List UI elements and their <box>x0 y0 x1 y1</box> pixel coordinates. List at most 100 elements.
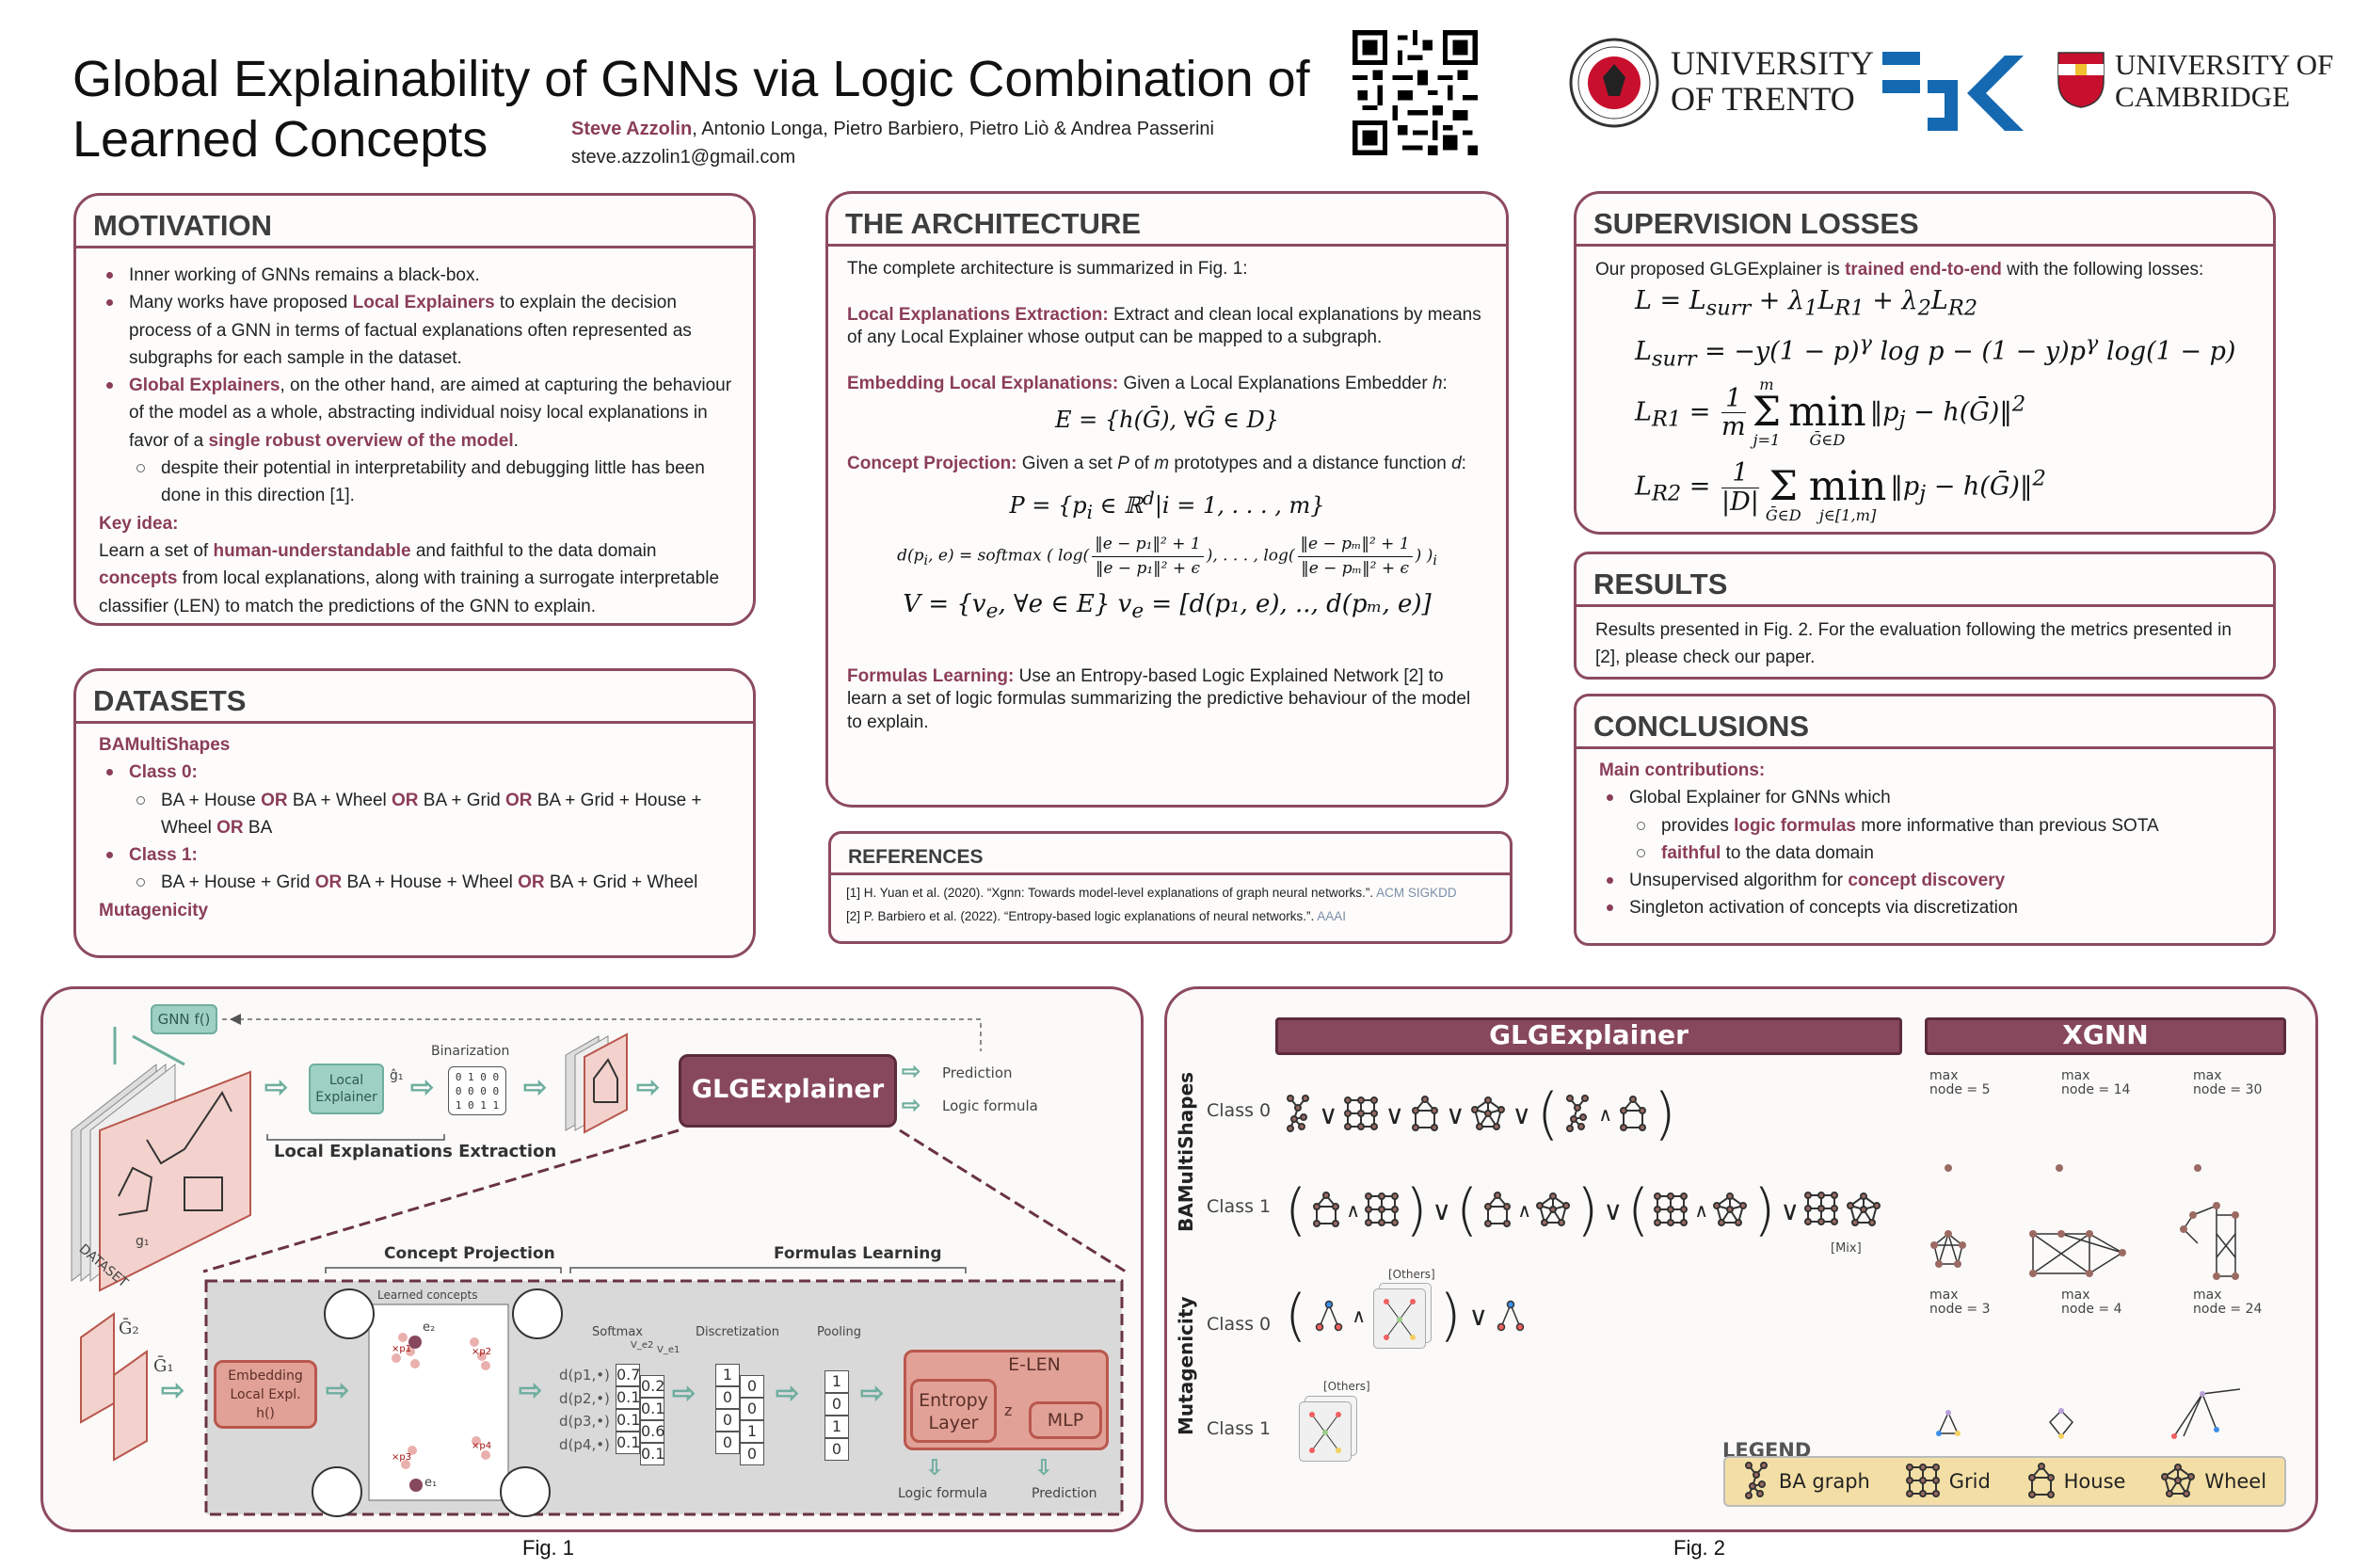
highlight-text: concepts <box>99 568 178 589</box>
text-segment: = −y(1 − p) <box>1696 336 1860 366</box>
xgnn-column-header: XGNN <box>1925 1017 2286 1055</box>
text-segment: BA + Wheel <box>287 790 392 810</box>
figure-1-architecture: GNN f() Local Explainer ĝ₁ Binarization … <box>40 986 1144 1532</box>
list-item: faithful to the data domain <box>1595 840 2254 867</box>
max-text: max <box>2061 1068 2090 1083</box>
qr-code[interactable] <box>1353 30 1478 155</box>
local-explainer-box: Local Explainer <box>309 1064 384 1114</box>
ba-class1-formula: ( ∧ ) ∨ ( ∧ ) ∨ ( ∧ ) ∨ <box>1285 1177 1882 1243</box>
or-operator: ∨ <box>1468 1300 1488 1332</box>
arrow-right-icon: ⇨ <box>902 1059 921 1084</box>
list-item: Unsupervised algorithm for concept disco… <box>1595 867 2254 894</box>
supervision-intro: Our proposed GLGExplainer is trained end… <box>1595 256 2254 283</box>
mut-class1-label: Class 1 <box>1207 1418 1272 1439</box>
vector-cell: 0.6 <box>640 1420 664 1443</box>
prototype-p1: ×p1 <box>392 1344 412 1354</box>
concept-projection-text: Concept Projection: Given a set P of m p… <box>847 453 1487 476</box>
equation-V: V = {ve, ∀e ∈ E} ve = [d(p₁, e), .., d(p… <box>847 590 1487 624</box>
text-segment: = [d(p₁, e), .., d(pₘ, e)] <box>1144 590 1432 619</box>
text-segment: , on the other hand, are aimed at captur… <box>129 376 732 451</box>
others-label: [Others] <box>1388 1268 1435 1281</box>
list-item: BAMultiShapes <box>95 731 734 759</box>
numerator: ‖e − p₁‖² + 1 <box>1092 533 1204 557</box>
subscript: i <box>1086 500 1094 523</box>
text-segment: Unsupervised algorithm for <box>1629 871 1849 891</box>
vector-cell: 0 <box>824 1438 849 1461</box>
reference-1: [1] H. Yuan et al. (2020). “Xgnn: Toward… <box>846 881 1495 904</box>
text-segment: + λ <box>1751 286 1805 316</box>
ba-graph-icon <box>1566 1095 1590 1132</box>
text-segment: to explain the decision process of a GNN… <box>129 293 692 368</box>
supervision-losses-panel: SUPERVISION LOSSES Our proposed GLGExpla… <box>1574 191 2276 535</box>
authors: Steve Azzolin, Antonio Longa, Pietro Bar… <box>571 119 1214 140</box>
superscript: γ <box>2085 330 2099 356</box>
text-segment: − h(Ḡ)‖ <box>1926 472 2033 502</box>
or-operator: ∨ <box>1512 1098 1532 1130</box>
text-segment: BA + House + Wheel <box>342 872 519 893</box>
softmax-label: Softmax <box>592 1325 643 1339</box>
arrow-right-icon: ⇨ <box>264 1072 289 1103</box>
logic-formula-output-label: Logic formula <box>942 1097 1038 1114</box>
arrow-right-icon: ⇨ <box>523 1072 548 1103</box>
list-item: Main contributions: <box>1595 757 2254 784</box>
vector-cell: 1 <box>740 1420 764 1443</box>
subscript: R1 <box>1834 296 1865 321</box>
ba-class1-label: Class 1 <box>1207 1196 1272 1217</box>
text-segment: Learn a set of <box>99 540 214 561</box>
venue-link[interactable]: AAAI <box>1317 909 1347 923</box>
ba-graph-icon <box>1744 1462 1768 1499</box>
section-title: SUPERVISION LOSSES <box>1577 194 2273 247</box>
e1-label: e₁ <box>424 1476 438 1490</box>
vector-cell: 0.1 <box>616 1432 640 1454</box>
elen-box: E-LEN Entropy Layer z MLP <box>904 1350 1109 1450</box>
binarization-matrix: 0 1 0 0 0 0 0 0 1 0 1 1 <box>448 1066 506 1115</box>
motivation-panel: MOTIVATION Inner working of GNNs remains… <box>73 193 756 626</box>
cambridge-shield-icon <box>2057 52 2105 108</box>
denominator: ‖e − pₘ‖² + ϵ <box>1301 558 1409 578</box>
vector-cell: 0 <box>740 1375 764 1398</box>
e2-label: e₂ <box>423 1320 436 1335</box>
text-segment: with the following losses: <box>2001 260 2204 280</box>
node-text: node = 5 <box>1929 1082 1991 1097</box>
pooling-label: Pooling <box>817 1325 861 1339</box>
legend-label: BA graph <box>1778 1470 1870 1493</box>
text-segment: L <box>1930 286 1948 316</box>
contact-email[interactable]: steve.azzolin1@gmail.com <box>571 147 796 168</box>
vector-cell: 0 <box>715 1386 740 1409</box>
highlight-text: OR <box>314 872 343 893</box>
text-segment: BA + Grid + House + Wheel <box>161 790 702 838</box>
subscript: j <box>1919 481 1927 506</box>
text-segment: of <box>1128 453 1155 473</box>
arrow-right-icon: ⇨ <box>161 1375 185 1406</box>
gnn-box: GNN f() <box>151 1004 217 1034</box>
highlight-text: Local Explainers <box>352 293 495 313</box>
list-item: Many works have proposed Local Explainer… <box>95 289 734 372</box>
fraction: ‖e − pₘ‖² + 1‖e − pₘ‖² + ϵ <box>1297 533 1413 580</box>
references-panel: REFERENCES [1] H. Yuan et al. (2020). “X… <box>828 831 1513 944</box>
list-item: Global Explainers, on the other hand, ar… <box>95 372 734 455</box>
mut-class0-formula: ( ∧ ) ∨ <box>1285 1283 1526 1349</box>
section-title: REFERENCES <box>831 834 1510 875</box>
or-operator: ∨ <box>1385 1098 1405 1130</box>
text-segment: provides <box>1661 815 1735 836</box>
wheel-icon <box>1536 1192 1571 1226</box>
superscript: 2 <box>2011 391 2026 416</box>
list-item: despite their potential in interpretabil… <box>95 455 734 510</box>
venue-link[interactable]: ACM SIGKDD <box>1376 886 1457 900</box>
and-operator: ∧ <box>1352 1304 1367 1327</box>
trento-logo-line1: UNIVERSITY <box>1671 44 1874 82</box>
section-title: RESULTS <box>1577 554 2273 607</box>
title-line-1: Global Explainability of GNNs via Logic … <box>72 51 1310 107</box>
title-line-2: Learned Concepts <box>72 111 488 168</box>
elen-label: E-LEN <box>1008 1354 1061 1375</box>
vector-cell: 0 <box>715 1409 740 1432</box>
g-bar-2-label: Ḡ₂ <box>119 1319 139 1338</box>
operator-symbol: min <box>1808 463 1887 511</box>
vector-cell: 0.1 <box>616 1386 640 1409</box>
